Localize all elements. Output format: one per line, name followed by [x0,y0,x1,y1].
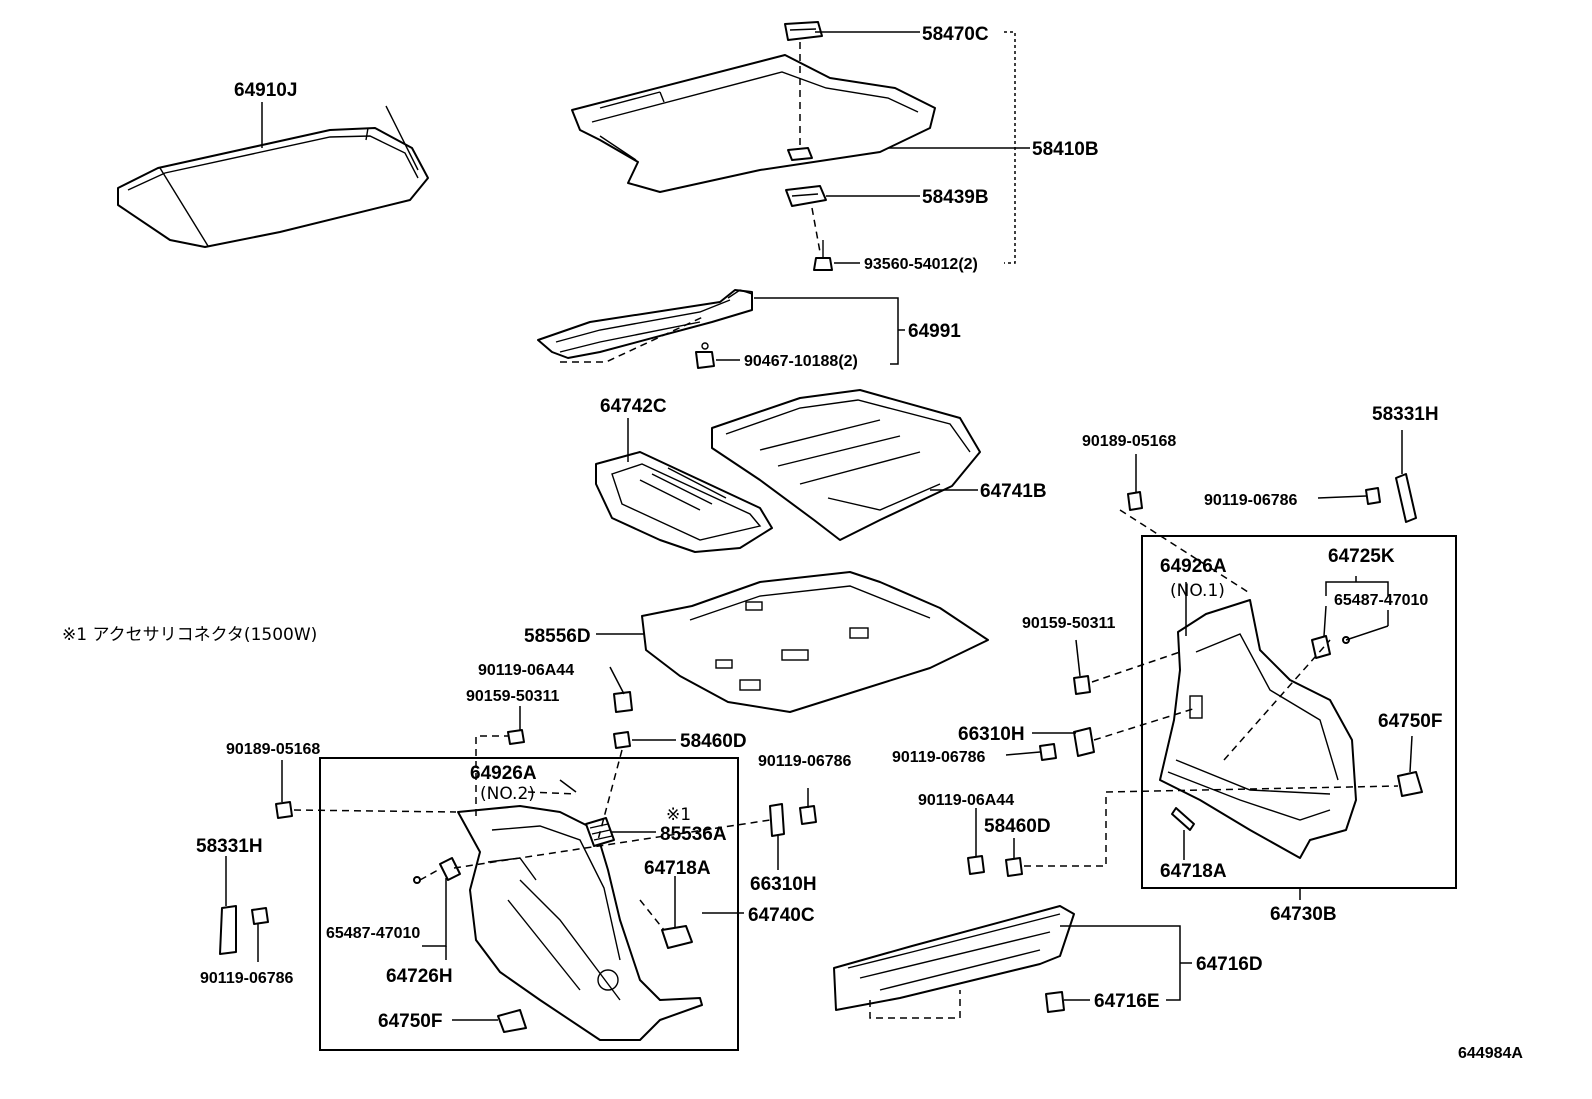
label-58460d-b: 58460D [984,816,1051,837]
label-64742c: 64742C [600,396,667,417]
label-no2: (NO.2) [480,784,535,804]
label-64991: 64991 [908,321,961,342]
label-64741b: 64741B [980,481,1047,502]
label-64718a-b: 64718A [1160,861,1227,882]
deck-board-58410b [571,54,936,193]
side-trim-64730b [1159,599,1357,859]
clip-64718a-b [1171,807,1195,831]
label-64716d: 64716D [1196,954,1263,975]
label-90119-06786-c: 90119-06786 [1204,492,1298,509]
grommet-58439b [785,185,827,207]
label-58410b: 58410B [1032,139,1099,160]
storage-box-64741b [711,389,981,541]
label-66310h-b: 66310H [958,724,1025,745]
label-58556d: 58556D [524,626,591,647]
label-90119-06a44-a: 90119-06A44 [478,662,574,679]
label-58460d-a: 58460D [680,731,747,752]
label-66310h-a: 66310H [750,874,817,895]
cap-58470c [784,21,823,41]
screw-90159-a [507,729,525,745]
bolt-93560 [813,240,833,271]
label-64730b: 64730B [1270,904,1337,925]
push-retainer-64750f-a [497,1009,527,1033]
label-64926a-b: 64926A [1160,556,1227,577]
label-65487-47010-a: 65487-47010 [326,925,420,942]
label-58331h-a: 58331H [196,836,263,857]
screw-65487a [413,876,421,884]
label-90189-05168-a: 90189-05168 [226,741,320,758]
nut-90189-b [1127,491,1143,511]
sill-plate-64716d [833,905,1075,1011]
label-64725k: 64725K [1328,546,1395,567]
drawing-id: 644984A [1458,1045,1523,1062]
clip-64716e [1045,991,1065,1013]
clip-66310h-a [769,803,785,837]
label-90119-06a44-b: 90119-06A44 [918,792,1014,809]
nut-58460d-a [613,731,631,749]
bracket-64726h [439,857,461,881]
label-64910j: 64910J [234,80,297,101]
label-58331h-b: 58331H [1372,404,1439,425]
push-retainer-64750f-b [1397,771,1423,797]
floor-mat-58556d [641,571,989,713]
clip-90119-06a44-b [967,855,985,875]
screw-90159-b [1073,675,1091,695]
label-64740c: 64740C [748,905,815,926]
hook-58331h-b [1395,473,1417,523]
panel-64991 [537,289,753,359]
nut-58460d-b [1005,857,1023,877]
label-58439b: 58439B [922,187,989,208]
label-64750f-a: 64750F [378,1011,442,1032]
label-64750f-b: 64750F [1378,711,1442,732]
label-64718a-a: 64718A [644,858,711,879]
label-64926a-a: 64926A [470,763,537,784]
label-mark1: ※1 [666,805,691,825]
label-64716e: 64716E [1094,991,1160,1012]
label-90159-50311-a: 90159-50311 [466,688,560,705]
label-93560: 93560-54012(2) [864,256,978,273]
label-90119-06786-b: 90119-06786 [200,970,294,987]
clip-90467 [695,342,715,369]
label-90159-50311-b: 90159-50311 [1022,615,1116,632]
right-assembly-box [1141,535,1457,889]
tonneau-cover-64910j [117,105,429,248]
bracket-64725k [1311,635,1331,659]
tray-64742c [595,451,773,553]
label-85536a: 85536A [660,824,727,845]
label-90119-06786-a: 90119-06786 [758,753,852,770]
clip-66310h-b [1073,727,1095,757]
label-no1: (NO.1) [1170,581,1225,601]
label-65487-47010-b: 65487-47010 [1334,592,1428,609]
label-64726h: 64726H [386,966,453,987]
label-58470c: 58470C [922,24,989,45]
nut-90189-a [275,801,293,819]
hook-58331h-a [219,905,237,955]
left-assembly-box [319,757,739,1051]
clip-64718a [661,925,693,949]
label-90119-06786-d: 90119-06786 [892,749,986,766]
clip-90119-06a44-a [613,691,633,713]
label-90467: 90467-10188(2) [744,353,858,370]
label-90189-05168-b: 90189-05168 [1082,433,1176,450]
accessory-connector-note: ※1 アクセサリコネクタ(1500W) [62,625,317,645]
